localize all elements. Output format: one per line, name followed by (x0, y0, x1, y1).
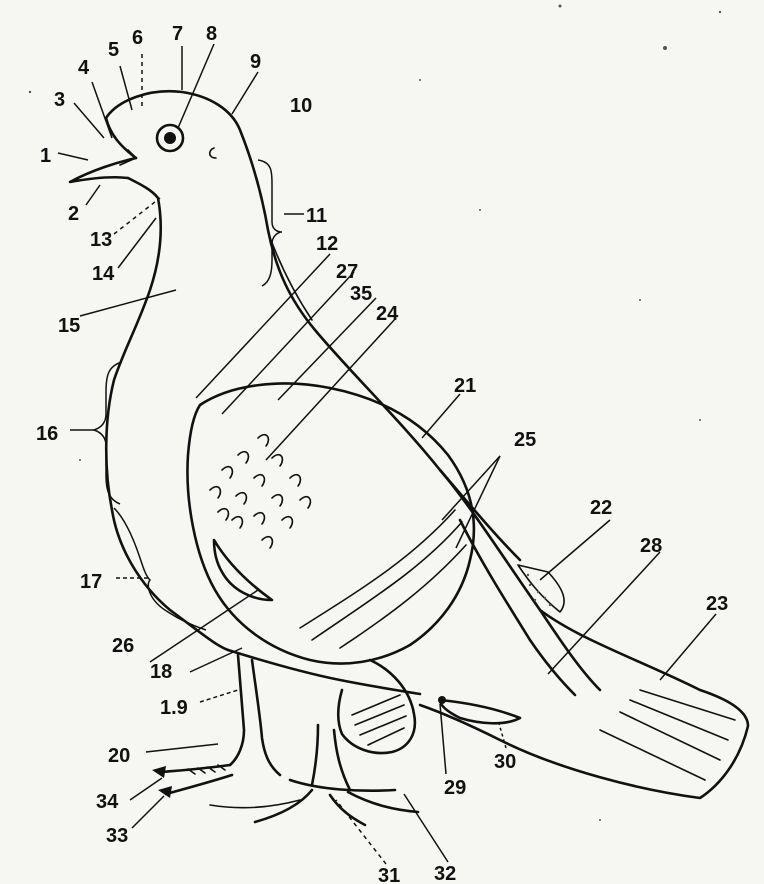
alula (212, 538, 274, 602)
labels: 1 2 3 4 5 6 7 8 9 10 11 12 13 14 15 16 1… (36, 23, 728, 884)
label-11: 11 (306, 205, 327, 227)
right-leg-back (332, 728, 352, 792)
belly-outline (226, 648, 422, 696)
label-21: 21 (454, 375, 476, 397)
left-leg (228, 653, 246, 767)
wing-outline (186, 382, 476, 665)
label-3: 3 (54, 89, 65, 111)
tail (418, 608, 750, 800)
label-18: 18 (150, 661, 172, 683)
label-8: 8 (206, 23, 217, 45)
label-1-9: 1.9 (160, 697, 188, 719)
wing-coverts (209, 433, 312, 549)
rump-patch (517, 564, 565, 613)
head-back-outline (104, 89, 522, 562)
label-20: 20 (108, 745, 130, 767)
pupil (164, 132, 176, 144)
claw-2 (158, 786, 172, 798)
tail-band-3 (619, 711, 721, 761)
eye-ring (155, 123, 185, 153)
label-7: 7 (172, 23, 183, 45)
label-23: 23 (706, 593, 728, 615)
label-1: 1 (40, 145, 51, 167)
label-10: 10 (290, 95, 312, 117)
thigh-hatching (351, 694, 407, 746)
label-35: 35 (350, 283, 372, 305)
primaries-upper (438, 468, 602, 692)
label-12: 12 (316, 233, 338, 255)
label-9: 9 (250, 51, 261, 73)
label-33: 33 (106, 825, 128, 847)
beak (68, 156, 138, 184)
label-2: 2 (68, 203, 79, 225)
left-leg-back (250, 658, 282, 777)
vent-dot (438, 696, 446, 704)
label-27: 27 (336, 261, 358, 283)
wing-bar-2 (311, 521, 463, 641)
toes (160, 763, 420, 827)
neck-wing-line (267, 231, 313, 321)
wing-bar-1 (299, 509, 456, 629)
leader-lines (57, 43, 717, 865)
label-28: 28 (640, 535, 662, 557)
bird-outline (68, 89, 750, 827)
label-24: 24 (376, 303, 399, 325)
tail-band-2 (629, 699, 729, 741)
label-16: 16 (36, 423, 58, 445)
label-30: 30 (494, 751, 516, 773)
label-5: 5 (108, 39, 119, 61)
claw-1 (152, 766, 166, 778)
undertail-coverts (438, 698, 522, 725)
label-14: 14 (92, 263, 115, 285)
label-26: 26 (112, 635, 134, 657)
label-29: 29 (444, 777, 466, 799)
right-leg (310, 723, 320, 787)
label-34: 34 (96, 791, 119, 813)
throat-outline (104, 176, 230, 652)
label-25: 25 (514, 429, 536, 451)
label-32: 32 (434, 863, 456, 884)
ear-opening (208, 147, 217, 159)
label-6: 6 (132, 27, 143, 49)
label-22: 22 (590, 497, 612, 519)
cere (104, 116, 138, 160)
label-4: 4 (78, 57, 90, 79)
label-13: 13 (90, 229, 112, 251)
label-17: 17 (80, 571, 102, 593)
wing-bar-3 (339, 544, 467, 649)
paper-speckles (28, 4, 722, 821)
thigh (336, 658, 417, 755)
tail-band-4 (599, 729, 706, 781)
primaries-lower (458, 518, 577, 697)
label-15: 15 (58, 315, 80, 337)
tail-band-1 (639, 689, 736, 721)
label-31: 31 (378, 865, 400, 884)
